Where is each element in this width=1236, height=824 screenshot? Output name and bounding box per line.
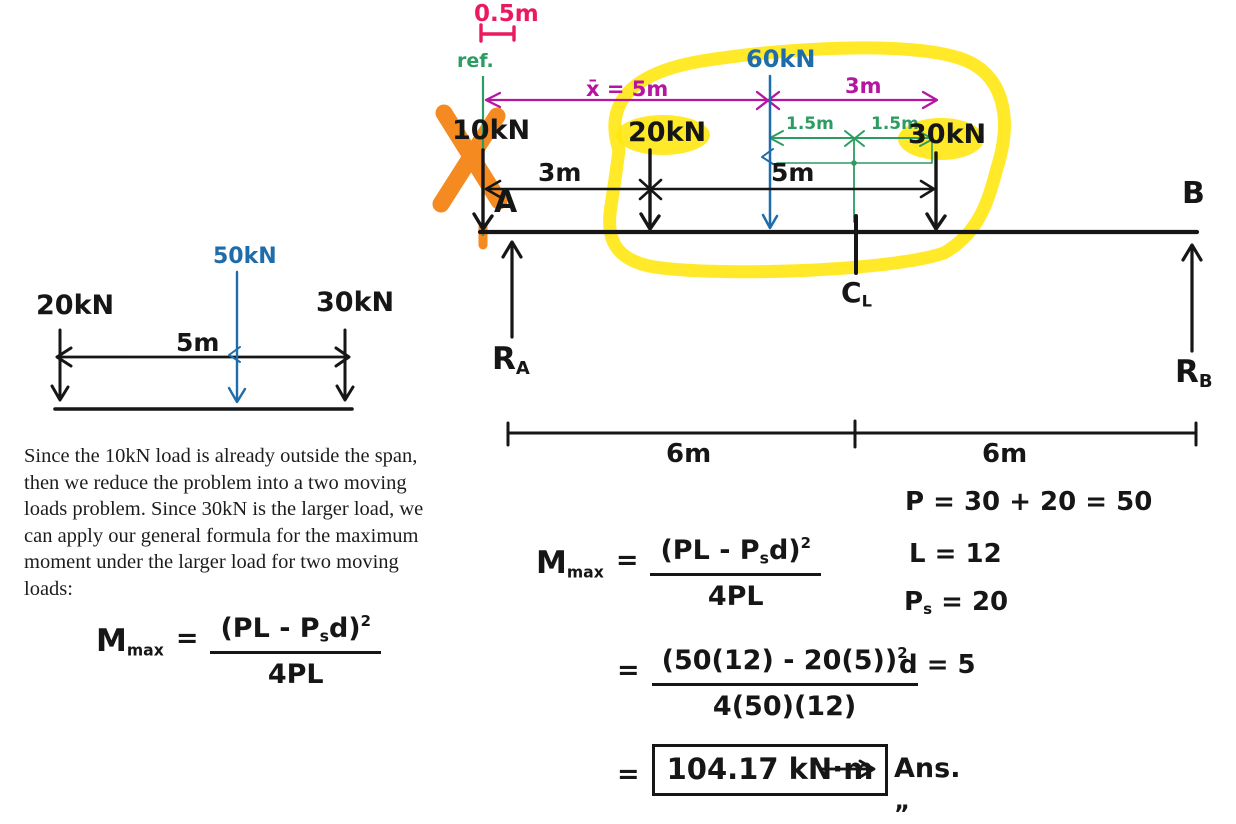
scale-bar: [479, 23, 516, 43]
answer-label: Ans.: [894, 753, 961, 784]
substitution-fraction: (50(12) - 20(5))2 4(50)(12): [651, 644, 918, 724]
spacing-dimension-line: [484, 178, 936, 201]
two-load-diagram-strokes: [50, 328, 355, 411]
explanation-line: moment under the larger load for two mov…: [24, 551, 399, 573]
resultant-arrow: [761, 74, 779, 230]
support-a-label: A: [494, 185, 518, 220]
solution-step-2: = (50(12) - 20(5))2 4(50)(12): [617, 644, 918, 724]
equals-sign: =: [175, 623, 199, 654]
answer-box: 104.17 kN·m: [651, 744, 889, 797]
two-load-left-label: 20kN: [36, 290, 115, 321]
xbar-dimension-line: [484, 90, 939, 111]
formula-fraction: (PL - Psd)2 4PL: [650, 534, 821, 614]
explanation-line: loads:: [24, 577, 73, 600]
explanation-line: loads problem. Since 30kN is the larger …: [24, 498, 424, 520]
dim-5m-label: 5m: [771, 158, 815, 187]
two-load-spacing-label: 5m: [176, 328, 220, 357]
load-30-label: 30kN: [908, 119, 987, 150]
explanation-line: can apply our general formula for the ma…: [24, 524, 419, 547]
explanation-paragraph: Since the 10kN load is already outside t…: [24, 443, 423, 602]
variable-ps: Ps = 20: [904, 587, 1009, 619]
formula-lhs: Mmax: [536, 545, 604, 582]
ref-label: ref.: [457, 50, 494, 72]
xbar-dim-label: x̄ = 5m: [586, 77, 669, 101]
half-dimension-lines: [769, 130, 934, 223]
scale-label: 0.5m: [474, 1, 539, 27]
support-b-label: B: [1182, 176, 1205, 211]
centerline-label: CL: [841, 276, 872, 311]
load-10-label: 10kN: [452, 115, 531, 146]
equals-sign: =: [617, 655, 640, 686]
general-formula: Mmax = (PL - Psd)2 4PL: [96, 612, 381, 692]
span-left-label: 6m: [666, 439, 712, 469]
dim-3m-label: 3m: [538, 158, 582, 187]
equals-sign: =: [617, 759, 640, 790]
explanation-line: Since the 10kN load is already outside t…: [24, 445, 418, 467]
highlighter-loop: [603, 41, 1011, 279]
resultant-load-label: 60kN: [746, 45, 816, 73]
reaction-a-label: RA: [492, 341, 530, 380]
explanation-line: then we reduce the problem into a two mo…: [24, 471, 407, 494]
half-dim-right-label: 1.5m: [871, 114, 919, 134]
answer-arrow: [818, 759, 876, 779]
formula-fraction: (PL - Psd)2 4PL: [210, 612, 381, 692]
highlighter-blobs: [616, 115, 984, 160]
equals-sign: =: [615, 545, 639, 576]
reaction-arrows: [501, 240, 1203, 353]
variable-l: L = 12: [909, 539, 1002, 569]
two-load-right-label: 30kN: [316, 287, 395, 318]
solution-step-1: Mmax = (PL - Psd)2 4PL: [536, 534, 821, 614]
load-20-label: 20kN: [628, 117, 707, 148]
formula-lhs: Mmax: [96, 623, 164, 660]
load-arrows: [472, 148, 947, 231]
ditto-mark: „: [894, 787, 911, 815]
reaction-b-label: RB: [1175, 354, 1213, 393]
half-dim-left-label: 1.5m: [786, 114, 834, 134]
two-load-resultant-label: 50kN: [213, 244, 277, 269]
solution-result: = 104.17 kN·m „: [617, 744, 910, 816]
two-load-resultant-arrow: [227, 270, 247, 404]
variable-d: d = 5: [899, 650, 976, 680]
top-3m-dim-label: 3m: [845, 74, 882, 98]
span-dimension-line: [506, 419, 1198, 449]
span-right-label: 6m: [982, 439, 1028, 469]
variable-p: P = 30 + 20 = 50: [905, 487, 1153, 517]
